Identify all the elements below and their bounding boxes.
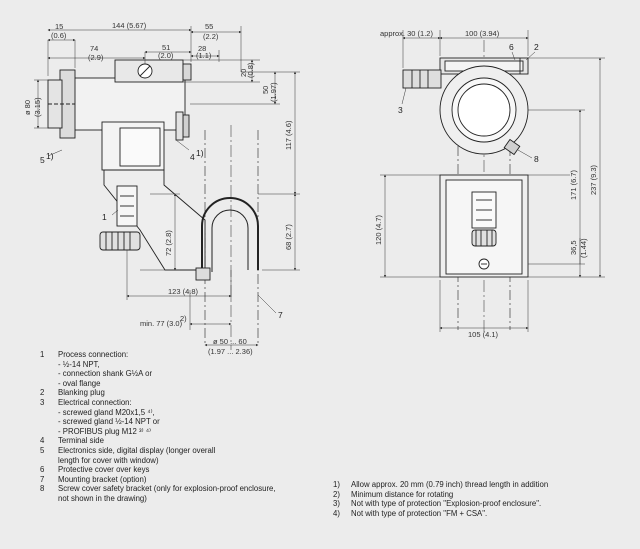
legend-number: 8 [40, 484, 45, 494]
dim-pipe-diameter: ø 50 ... 60 [213, 337, 247, 346]
callout-5: 5 [40, 155, 45, 165]
callout-3: 3 [398, 105, 403, 115]
left-view-dimension-lines [34, 26, 300, 347]
dim-100: 100 (3.94) [465, 29, 500, 38]
legend-text: Blanking plug [58, 388, 105, 398]
legend-subtext: not shown in the drawing) [58, 493, 147, 503]
dim-105: 105 (4.1) [468, 330, 499, 339]
left-side-view [47, 59, 259, 350]
dim-d80-inch: (3.15) [33, 97, 42, 117]
footnote-number: 1) [333, 480, 340, 489]
callout-5-note: 1) [46, 151, 54, 161]
legend-item-8: 8 Screw cover safety bracket (only for ex… [40, 484, 330, 503]
legend-text: Process connection: [58, 350, 129, 359]
legend-item-3: 3 Electrical connection: - screwed gland … [40, 398, 330, 436]
footnote-text: Allow approx. 20 mm (0.79 inch) thread l… [351, 480, 549, 489]
legend-subtext: - screwed gland M20x1,5 ⁴⁾, [58, 407, 155, 417]
dim-pipe-diameter-inch: (1.97 ... 2.36) [208, 347, 253, 356]
callout-1: 1 [102, 212, 107, 222]
footnote-2: 2) Minimum distance for rotating [333, 490, 633, 500]
dim-36-5-inch: (1.44) [579, 238, 588, 258]
dim-55: 55 [205, 22, 213, 31]
dim-36-5: 36,5 [569, 240, 578, 255]
legend-number: 4 [40, 436, 45, 446]
footnotes-list: 1) Allow approx. 20 mm (0.79 inch) thread… [333, 480, 633, 518]
callout-6: 6 [509, 42, 514, 52]
legend-subtext: - oval flange [58, 378, 101, 388]
legend-subtext: - screwed gland ½-14 NPT or [58, 417, 160, 427]
dim-50: 50 [261, 86, 270, 94]
legend-list: 1 Process connection: - ½-14 NPT, - conne… [40, 350, 330, 504]
right-front-view [402, 40, 529, 335]
dim-117: 117 (4.6) [284, 120, 293, 150]
legend-text: Terminal side [58, 436, 104, 446]
dim-237: 237 (9.3) [589, 164, 598, 195]
legend-text: Mounting bracket (option) [58, 474, 147, 484]
footnote-text: Not with type of protection "FM + CSA". [351, 508, 488, 518]
legend-subtext: - PROFIBUS plug M12 ³⁾ ⁴⁾ [58, 426, 151, 436]
legend-text: Protective cover over keys [58, 465, 150, 475]
legend-number: 6 [40, 465, 45, 475]
legend-number: 1 [40, 350, 45, 359]
left-view-dimension-text: 15 (0.6) 144 (5.67) 55 (2.2) 74 (2.9) 51… [23, 21, 293, 356]
legend-item-4: 4 Terminal side [40, 436, 330, 446]
dim-72: 72 (2.8) [164, 230, 173, 256]
legend-item-6: 6 Protective cover over keys [40, 465, 330, 475]
footnote-1: 1) Allow approx. 20 mm (0.79 inch) thread… [333, 480, 633, 490]
legend-number: 5 [40, 445, 45, 455]
legend-item-7: 7 Mounting bracket (option) [40, 475, 330, 485]
dim-d80: ø 80 [23, 100, 32, 115]
legend-number: 2 [40, 388, 45, 398]
dim-144: 144 (5.67) [112, 21, 147, 30]
legend-subtext: length for cover with window) [58, 455, 159, 465]
dim-approx30: approx. 30 (1.2) [380, 29, 433, 38]
dim-171: 171 (6.7) [569, 169, 578, 200]
footnote-text: Not with type of protection "Explosion-p… [351, 499, 542, 509]
legend-item-5: 5 Electronics side, digital display (long… [40, 446, 330, 465]
legend-number: 7 [40, 474, 45, 484]
footnote-text: Minimum distance for rotating [351, 489, 454, 499]
dim-min77-note: 2) [180, 314, 187, 323]
callout-8: 8 [534, 154, 539, 164]
dim-123: 123 (4.8) [168, 287, 199, 296]
left-view-callouts: 5 1) 4 1) 1 7 [40, 148, 283, 320]
legend-text: Electronics side, digital display (longe… [58, 445, 216, 455]
dim-min77: min. 77 (3.0) [140, 319, 183, 328]
right-view-dimension-lines [380, 30, 605, 332]
callout-4-note: 1) [196, 148, 204, 158]
right-view-callouts: 6 2 3 8 [398, 42, 539, 164]
legend-item-1: 1 Process connection: - ½-14 NPT, - conne… [40, 350, 330, 388]
dim-28-inch: (1.1) [196, 51, 212, 60]
dim-20: 20 [239, 69, 248, 77]
dim-55-inch: (2.2) [203, 32, 219, 41]
callout-4: 4 [190, 152, 195, 162]
dim-74: 74 [90, 44, 98, 53]
legend-text: Screw cover safety bracket (only for exp… [58, 484, 276, 494]
dim-68: 68 (2.7) [284, 224, 293, 250]
legend-number: 3 [40, 397, 45, 407]
callout-2: 2 [534, 42, 539, 52]
footnote-number: 2) [333, 489, 340, 499]
callout-7: 7 [278, 310, 283, 320]
footnote-4: 4) Not with type of protection "FM + CSA"… [333, 509, 633, 519]
legend-subtext: - ½-14 NPT, [58, 359, 100, 369]
dim-51-inch: (2.0) [158, 51, 174, 60]
footnote-number: 3) [333, 499, 340, 509]
dim-50-inch: (1.97) [269, 82, 278, 102]
dim-15-inch: (0.6) [51, 31, 67, 40]
right-view-dimension-text: approx. 30 (1.2) 100 (3.94) 171 (6.7) 23… [374, 29, 598, 339]
dim-51: 51 [162, 43, 170, 52]
legend-subtext: - connection shank G½A or [58, 369, 153, 379]
dim-120: 120 (4.7) [374, 214, 383, 245]
legend-item-2: 2 Blanking plug [40, 388, 330, 398]
legend-text: Electrical connection: [58, 397, 132, 407]
footnote-number: 4) [333, 508, 340, 518]
dim-74-inch: (2.9) [88, 53, 104, 62]
footnote-3: 3) Not with type of protection "Explosion… [333, 499, 633, 509]
dim-15: 15 [55, 22, 63, 31]
dim-20-inch: (0.8) [246, 62, 255, 78]
dim-28: 28 [198, 44, 206, 53]
